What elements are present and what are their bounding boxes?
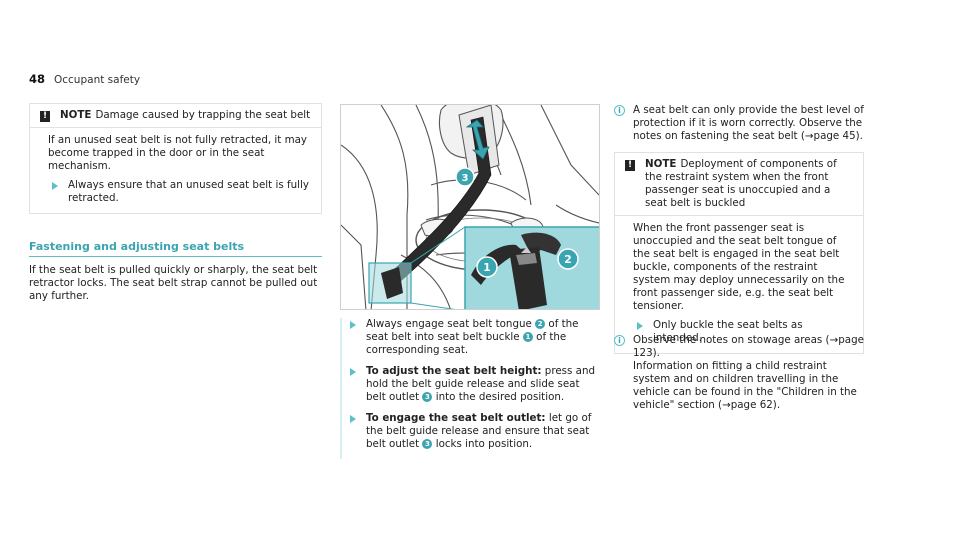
callout-3-label: 3 — [462, 173, 469, 184]
note-label: NOTE — [645, 158, 677, 170]
callout-2: 2 — [557, 248, 579, 270]
note-bullet: Only buckle the seat belts as intended. — [633, 319, 853, 345]
note-bullet-text: Always ensure that an unused seat belt i… — [68, 179, 309, 204]
note-bullet-text: Only buckle the seat belts as intended. — [653, 319, 803, 344]
note-body: When the front passenger seat is unoccup… — [615, 216, 863, 353]
note-body-text: When the front passenger seat is unoccup… — [633, 222, 845, 312]
note-body-text: If an unused seat belt is not fully retr… — [48, 134, 308, 172]
note-title: Deployment of components of the restrain… — [645, 158, 837, 209]
note-body: If an unused seat belt is not fully retr… — [30, 128, 321, 213]
step-text: To engage the seat belt outlet: let go o… — [366, 412, 602, 451]
seat-belt-illustration: 3 1 2 — [340, 104, 600, 310]
info-text: A seat belt can only provide the best le… — [633, 104, 864, 143]
info-note-stowage: i Observe the notes on stowage areas (→p… — [614, 334, 864, 412]
note-title: Damage caused by trapping the seat belt — [95, 109, 311, 121]
step-text-part: let go of the belt guide release and ens… — [366, 412, 592, 450]
step-text-part: into the desired position. — [435, 391, 565, 403]
arrow-icon: → — [722, 399, 731, 411]
step-text-part: Always engage seat belt tongue — [366, 318, 532, 330]
page-section-title: Occupant safety — [54, 74, 141, 86]
page-number: 48 — [29, 72, 46, 86]
step-text-part: locks into position. — [435, 438, 533, 450]
step-text: To adjust the seat belt height: press an… — [366, 365, 602, 404]
instruction-steps: Always engage seat belt tongue 2 of the … — [340, 318, 602, 459]
number-badge: 1 — [522, 332, 533, 342]
callout-1: 1 — [476, 256, 498, 278]
info-text-part: ). — [855, 130, 863, 142]
info-line: Observe the notes on stowage areas (→pag… — [633, 334, 864, 360]
number-badge: 3 — [422, 439, 433, 449]
info-text-part: ). — [772, 399, 781, 411]
bullet-triangle-icon — [350, 321, 356, 329]
page-reference-link[interactable]: page 123 — [633, 334, 864, 359]
page-reference-link[interactable]: page 62 — [730, 399, 773, 411]
info-text-part: ). — [652, 347, 660, 359]
section-intro: If the seat belt is pulled quickly or sh… — [29, 264, 318, 302]
callout-2-label: 2 — [564, 253, 572, 266]
number-badge: 3 — [422, 392, 433, 402]
note-label: NOTE — [60, 109, 92, 121]
info-line: Information on fitting a child restraint… — [633, 360, 864, 412]
info-icon: i — [614, 105, 625, 116]
bullet-triangle-icon — [637, 322, 643, 330]
seat-belt-illustration-svg: 3 1 2 — [341, 105, 599, 309]
callout-3: 3 — [455, 167, 475, 187]
step-lead: To adjust the seat belt height: — [366, 365, 542, 377]
step-item: To engage the seat belt outlet: let go o… — [350, 412, 602, 451]
step-text-part: press and hold the belt guide release an… — [366, 365, 596, 403]
info-icon: i — [614, 335, 625, 346]
step-text-part: of the seat belt into seat belt buckle — [366, 318, 579, 343]
step-lead: To engage the seat belt outlet: — [366, 412, 546, 424]
bullet-triangle-icon — [350, 415, 356, 423]
step-item: To adjust the seat belt height: press an… — [350, 365, 602, 404]
step-text-part: of the corresponding seat. — [366, 331, 567, 356]
info-text-part: Observe the notes on stowage areas ( — [633, 334, 830, 346]
warning-icon: ! — [625, 160, 635, 171]
page-reference-link[interactable]: page 45 — [813, 130, 856, 142]
section-heading: Fastening and adjusting seat belts — [29, 240, 322, 257]
warning-icon: ! — [40, 111, 50, 122]
note-bullet: Always ensure that an unused seat belt i… — [48, 179, 311, 205]
step-item: Always engage seat belt tongue 2 of the … — [350, 318, 602, 357]
bullet-triangle-icon — [350, 368, 356, 376]
bullet-triangle-icon — [52, 182, 58, 190]
info-text: Observe the notes on stowage areas (→pag… — [633, 334, 864, 412]
info-text-part: A seat belt can only provide the best le… — [633, 104, 864, 142]
arrow-icon: → — [829, 334, 839, 346]
step-text: Always engage seat belt tongue 2 of the … — [366, 318, 602, 357]
number-badge: 2 — [535, 319, 546, 329]
arrow-icon: → — [804, 130, 814, 142]
callout-1-label: 1 — [483, 261, 491, 274]
info-text-part: Information on fitting a child restraint… — [633, 360, 857, 411]
info-note-protection: i A seat belt can only provide the best … — [614, 104, 864, 143]
